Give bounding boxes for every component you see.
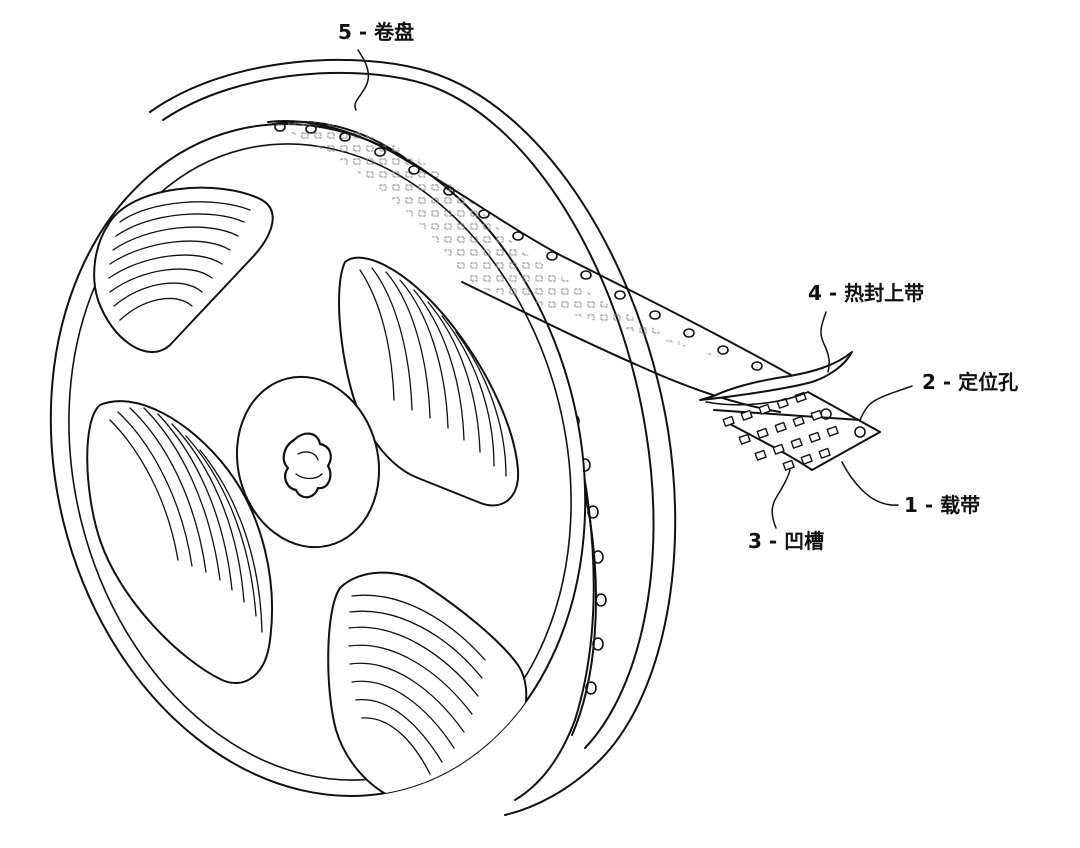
label-pocket: 3 - 凹槽 bbox=[748, 529, 825, 553]
leader-sprocket-hole bbox=[859, 385, 913, 421]
label-cover-tape: 4 - 热封上带 bbox=[808, 281, 925, 305]
window-top-left bbox=[93, 186, 274, 353]
window-bottom-left bbox=[86, 400, 273, 685]
window-top-right bbox=[338, 256, 520, 507]
leader-reel bbox=[354, 49, 370, 111]
label-sprocket-hole: 2 - 定位孔 bbox=[922, 370, 1019, 394]
label-reel: 5 - 卷盘 bbox=[338, 20, 415, 44]
leader-carrier-tape bbox=[841, 461, 899, 506]
carrier-tape bbox=[267, 120, 881, 471]
pockets bbox=[722, 391, 839, 471]
label-carrier-tape: 1 - 载带 bbox=[904, 493, 981, 517]
cover-tape bbox=[699, 351, 853, 406]
reel-hub bbox=[235, 375, 381, 549]
spindle-hole bbox=[282, 432, 332, 499]
sprocket-holes bbox=[274, 122, 866, 438]
back-flange bbox=[149, 58, 677, 816]
leader-lines bbox=[354, 49, 913, 529]
leader-pocket bbox=[771, 469, 791, 529]
leader-cover-tape bbox=[820, 311, 830, 373]
